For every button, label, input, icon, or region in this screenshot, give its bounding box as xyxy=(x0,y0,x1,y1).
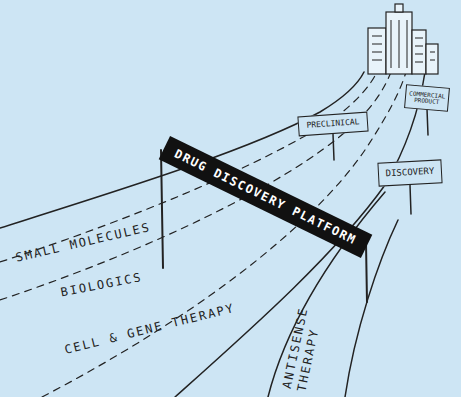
sign-text: DISCOVERY xyxy=(385,167,434,179)
road-sign: DISCOVERY xyxy=(377,159,442,186)
road-sign: COMMERCIAL PRODUCT xyxy=(404,84,450,112)
banner-text: DRUG DISCOVERY PLATFORM xyxy=(172,147,358,248)
platform-banner: DRUG DISCOVERY PLATFORM xyxy=(159,136,373,258)
road-edge xyxy=(175,72,425,397)
banner-post xyxy=(161,150,163,268)
lane-label: ANTISENSE THERAPY xyxy=(280,297,328,393)
sign-post xyxy=(410,185,411,214)
lane-label: SMALL MOLECULES xyxy=(14,217,164,265)
sign-text: COMMERCIAL PRODUCT xyxy=(407,90,448,106)
sign-text: PRECLINICAL xyxy=(306,118,359,130)
banner-post xyxy=(366,243,367,302)
lane-label: CELL & GENE THERAPY xyxy=(63,297,251,358)
city-skyline xyxy=(368,4,438,74)
city-windows xyxy=(372,20,435,68)
sign-post xyxy=(427,109,428,135)
lane-label: BIOLOGICS xyxy=(59,267,160,301)
lane-line xyxy=(0,72,391,300)
lane-line xyxy=(0,72,377,262)
sign-post xyxy=(333,134,334,160)
road-sign: PRECLINICAL xyxy=(297,112,368,137)
